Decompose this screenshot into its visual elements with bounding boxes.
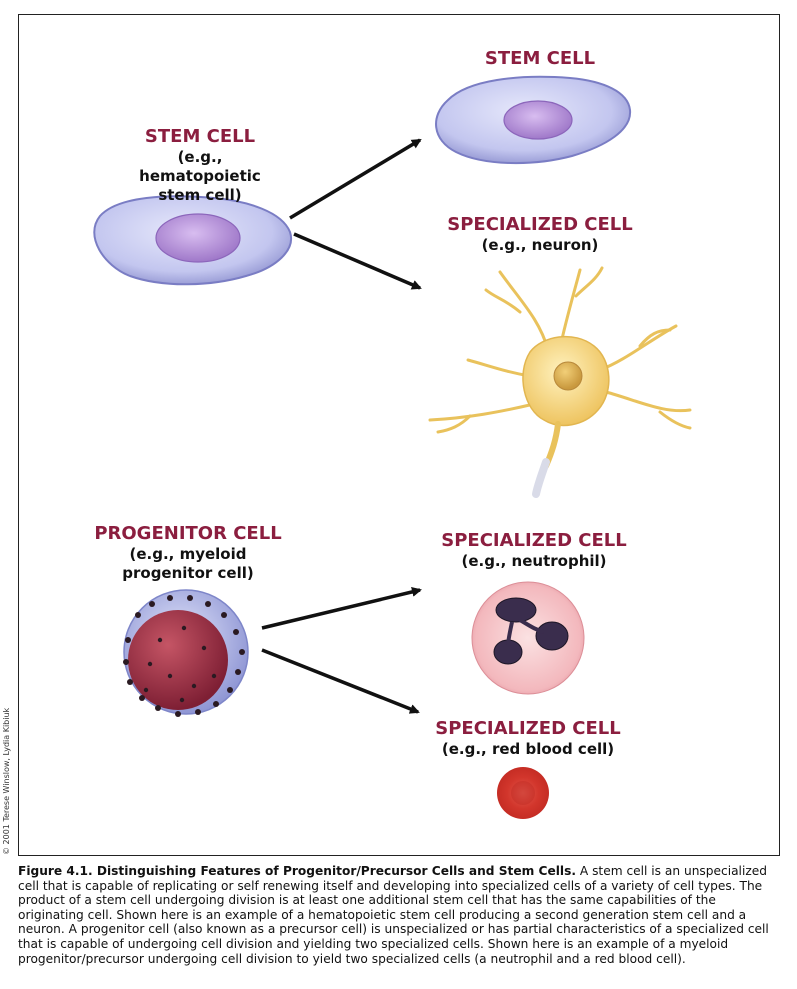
figure-frame xyxy=(18,14,780,856)
progenitor-cell-subtitle: (e.g., myeloid progenitor cell) xyxy=(122,545,254,582)
arrow-to-neuron xyxy=(293,232,422,290)
neutrophil-image xyxy=(471,581,585,695)
stem-cell-left-image xyxy=(93,195,293,286)
caption-body: A stem cell is an unspecialized cell tha… xyxy=(18,864,769,966)
specialized-neutrophil-subtitle: (e.g., neutrophil) xyxy=(461,552,607,570)
specialized-neuron-title: SPECIALIZED CELL xyxy=(447,214,633,235)
specialized-neuron-label: SPECIALIZED CELL (e.g., neuron) xyxy=(430,214,650,255)
stem-cell-left-label: STEM CELL (e.g., hematopoietic stem cell… xyxy=(90,126,310,205)
red-blood-cell-image xyxy=(497,767,549,819)
stem-cell-right-image xyxy=(435,75,632,165)
arrow-to-stem-cell xyxy=(289,138,422,220)
caption-lead: Figure 4.1. Distinguishing Features of P… xyxy=(18,864,576,878)
stem-cell-right-label: STEM CELL xyxy=(430,48,650,70)
neuron-image xyxy=(428,266,692,498)
specialized-rbc-label: SPECIALIZED CELL (e.g., red blood cell) xyxy=(418,718,638,759)
progenitor-cell-image xyxy=(123,589,249,717)
specialized-rbc-subtitle: (e.g., red blood cell) xyxy=(441,740,615,758)
progenitor-cell-title: PROGENITOR CELL xyxy=(94,523,282,544)
arrow-to-red-blood-cell xyxy=(261,648,420,714)
progenitor-cell-label: PROGENITOR CELL (e.g., myeloid progenito… xyxy=(78,523,298,583)
arrow-to-neutrophil xyxy=(261,587,422,630)
specialized-rbc-title: SPECIALIZED CELL xyxy=(435,718,621,739)
image-credit: © 2001 Terese Winslow, Lydia Kibiuk xyxy=(2,707,11,855)
specialized-neutrophil-label: SPECIALIZED CELL (e.g., neutrophil) xyxy=(424,530,644,571)
stem-cell-left-title: STEM CELL xyxy=(144,126,256,147)
arrows xyxy=(261,138,422,714)
stem-cell-left-subtitle: (e.g., hematopoietic stem cell) xyxy=(139,148,261,204)
specialized-neutrophil-title: SPECIALIZED CELL xyxy=(441,530,627,551)
figure-caption: Figure 4.1. Distinguishing Features of P… xyxy=(18,864,780,966)
specialized-neuron-subtitle: (e.g., neuron) xyxy=(481,236,599,254)
stem-cell-right-title: STEM CELL xyxy=(484,48,596,69)
